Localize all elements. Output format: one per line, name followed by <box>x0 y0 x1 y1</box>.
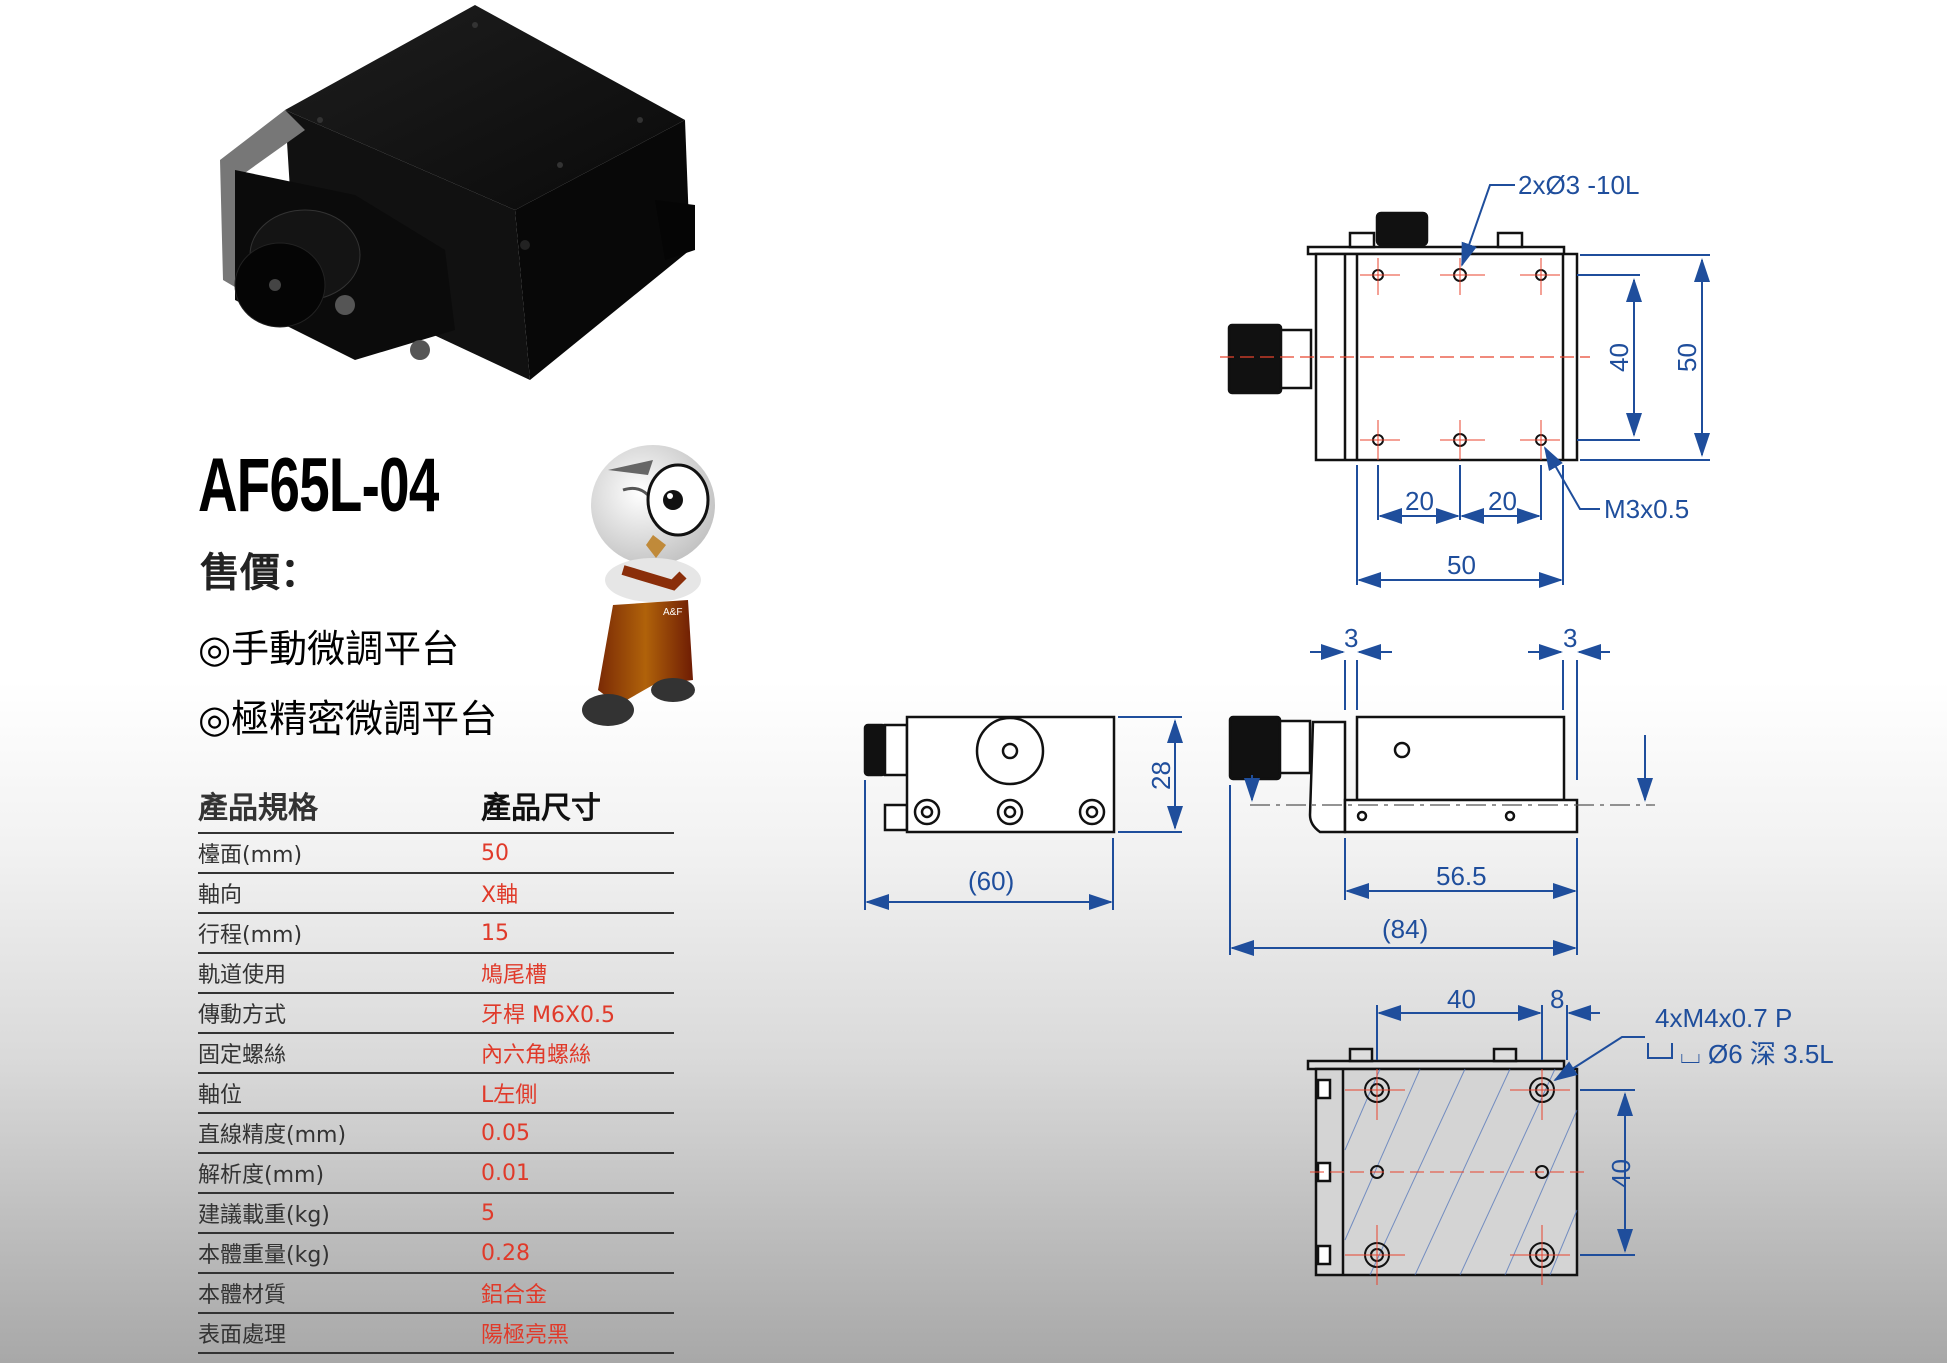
model-number: AF65L-04 <box>198 443 439 528</box>
dim-front-height: 28 <box>1146 761 1176 790</box>
row-value: 牙桿 M6X0.5 <box>481 1003 616 1028</box>
callout-thread: M3x0.5 <box>1604 494 1689 524</box>
row-value: 陽極亮黑 <box>481 1323 570 1348</box>
table-row: 軸向 X軸 <box>198 874 674 914</box>
side-view-dimensions <box>1229 644 1655 956</box>
table-row: 直線精度(mm) 0.05 <box>198 1114 674 1154</box>
dim-width: 50 <box>1447 550 1476 580</box>
stage-right-face <box>515 120 690 380</box>
row-value: 5 <box>481 1200 495 1226</box>
price-label: 售價： <box>200 549 320 596</box>
feature-manual-stage: ◎手動微調平台 <box>198 627 460 671</box>
dim-pitch-2: 20 <box>1488 486 1517 516</box>
spec-table: 產品規格 產品尺寸 檯面(mm) 50 軸向 X軸 行程(mm) 15 軌道使用 鳩尾槽… <box>198 778 674 1354</box>
header-spec: 產品規格 <box>198 791 318 826</box>
row-value: 0.28 <box>481 1240 530 1266</box>
callout-counterbore: ⌴ Ø6 深 3.5L <box>1680 1039 1834 1069</box>
dim-right-gap: 3 <box>1563 623 1577 653</box>
table-row: 本體材質 鋁合金 <box>198 1274 674 1314</box>
dim-pitch-1: 20 <box>1405 486 1434 516</box>
header-size: 產品尺寸 <box>481 791 601 826</box>
product-render <box>220 5 695 380</box>
table-row: 建議載重(kg) 5 <box>198 1194 674 1234</box>
bracket <box>220 110 305 290</box>
table-row: 軸位 L左側 <box>198 1074 674 1114</box>
dim-bottom-span-x: 40 <box>1447 984 1476 1014</box>
side-view <box>1228 715 1579 834</box>
row-label: 行程(mm) <box>198 923 303 948</box>
table-row: 軌道使用 鳩尾槽 <box>198 954 674 994</box>
table-row: 檯面(mm) 50 <box>198 834 674 874</box>
row-label: 解析度(mm) <box>198 1163 325 1188</box>
row-label: 軸位 <box>198 1083 243 1108</box>
row-value: 50 <box>481 840 509 866</box>
bottom-view-dimensions <box>1376 1005 1673 1256</box>
stage-top-face <box>285 5 685 210</box>
dim-left-gap: 3 <box>1344 623 1358 653</box>
row-label: 軌道使用 <box>198 963 287 988</box>
table-row: 固定螺絲 內六角螺絲 <box>198 1034 674 1074</box>
top-view <box>1220 211 1590 462</box>
dim-hole-span: 40 <box>1604 343 1634 372</box>
table-row: 本體重量(kg) 0.28 <box>198 1234 674 1274</box>
callout-thread-holes: 4xM4x0.7 P <box>1655 1003 1792 1033</box>
spec-table-header: 產品規格 產品尺寸 <box>198 778 674 834</box>
bottom-view <box>1306 1047 1590 1285</box>
row-label: 直線精度(mm) <box>198 1123 347 1148</box>
row-label: 固定螺絲 <box>198 1043 287 1068</box>
row-value: 0.01 <box>481 1160 530 1186</box>
row-value: 15 <box>481 920 509 946</box>
row-label: 本體材質 <box>198 1283 287 1308</box>
dim-front-length: (60) <box>968 866 1014 896</box>
row-value: 鋁合金 <box>481 1283 548 1308</box>
row-label: 表面處理 <box>198 1323 287 1348</box>
row-value: 0.05 <box>481 1120 530 1146</box>
owl-mascot: A&F <box>582 445 715 726</box>
mascot-badge: A&F <box>663 607 682 618</box>
dim-overall-length: (84) <box>1382 914 1428 944</box>
row-label: 建議載重(kg) <box>198 1203 330 1228</box>
callout-holes: 2xØ3 -10L <box>1518 170 1639 200</box>
dim-body-length: 56.5 <box>1436 861 1487 891</box>
front-view-dimensions <box>864 716 1183 910</box>
table-row: 傳動方式 牙桿 M6X0.5 <box>198 994 674 1034</box>
row-value: X軸 <box>481 883 519 908</box>
row-value: L左側 <box>481 1083 538 1108</box>
table-row: 行程(mm) 15 <box>198 914 674 954</box>
row-label: 軸向 <box>198 883 243 908</box>
front-view <box>863 715 1116 834</box>
row-label: 傳動方式 <box>198 1003 287 1028</box>
row-label: 檯面(mm) <box>198 843 303 868</box>
table-row: 表面處理 陽極亮黑 <box>198 1314 674 1354</box>
row-value: 內六角螺絲 <box>481 1043 592 1068</box>
dim-bottom-edge: 8 <box>1550 984 1564 1014</box>
dim-height: 50 <box>1672 343 1702 372</box>
row-value: 鳩尾槽 <box>481 963 548 988</box>
dim-bottom-span-y: 40 <box>1606 1159 1636 1188</box>
feature-precision-stage: ◎極精密微調平台 <box>198 697 498 741</box>
top-view-dimensions <box>1356 184 1710 588</box>
row-label: 本體重量(kg) <box>198 1243 330 1268</box>
table-row: 解析度(mm) 0.01 <box>198 1154 674 1194</box>
